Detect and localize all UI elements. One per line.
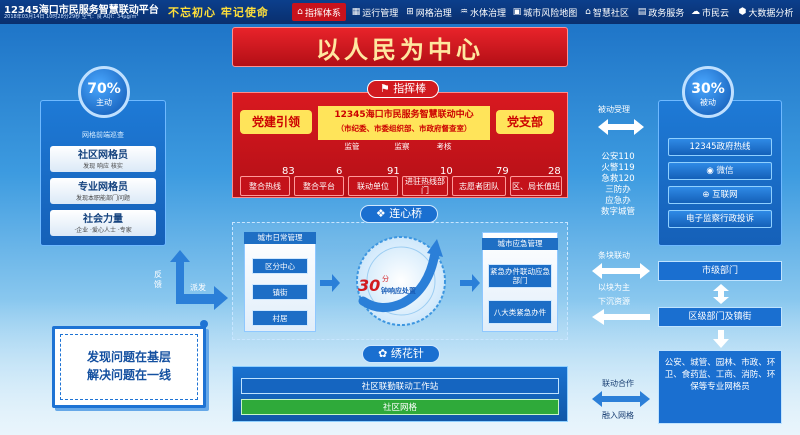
- down-arrow-icon: [713, 330, 729, 348]
- banner-title: 以人民为中心: [316, 35, 484, 64]
- globe-icon: ⊕: [702, 190, 710, 200]
- hub-name: 12345海口市民服务智慧联动中心: [334, 110, 474, 120]
- feedback-label: 反馈: [154, 270, 162, 289]
- emergency-management-head: 城市应急管理: [482, 238, 558, 250]
- unit-hotline-depts[interactable]: 进驻热线部门: [402, 176, 448, 196]
- wechat-button[interactable]: ◉ 微信: [668, 162, 772, 180]
- left-arrow-icon: [592, 309, 650, 325]
- community-gridman-card[interactable]: 社区网格员 发现 响应 核实: [50, 146, 156, 172]
- block-main-label: 以块为主: [598, 283, 630, 292]
- bridge-icon: ❖: [375, 207, 386, 220]
- district-departments[interactable]: 区级部门及镇街: [658, 307, 782, 327]
- app-title: 12345海口市民服务智慧联动平台: [4, 5, 159, 16]
- nav-tab-risk-map[interactable]: ▣城市风险地图: [512, 7, 578, 19]
- grid-in-label: 融入网格: [602, 411, 634, 420]
- pin-title: ✿ 绣花针: [362, 345, 440, 363]
- nav-tab-gov-service[interactable]: ▤政务服务: [637, 7, 685, 19]
- unit-count: 79: [496, 166, 509, 177]
- nav-tab-grid[interactable]: ⊞网格治理: [406, 7, 452, 19]
- hub-members: （市纪委、市委组织部、市政府督查室）: [336, 124, 472, 133]
- double-arrow-icon: [592, 263, 650, 279]
- district-center[interactable]: 区分中心: [252, 258, 308, 274]
- nav-tab-community[interactable]: ⌂智慧社区: [585, 7, 629, 19]
- unit-count: 10: [440, 166, 453, 177]
- community-grid[interactable]: 社区网格: [241, 399, 559, 415]
- gov-hotline-button[interactable]: 12345政府热线: [668, 138, 772, 156]
- gauge-text: 钟响应处置: [381, 287, 416, 295]
- e-complaint-button[interactable]: 电子监察行政投诉: [668, 210, 772, 228]
- gauge-number: 30: [358, 276, 381, 295]
- right-arrow-icon: [460, 274, 480, 292]
- unit-count: 28: [548, 166, 561, 177]
- slogan-text: 发现问题在基层 解决问题在一线: [60, 334, 198, 400]
- vertical-double-arrow-icon: [713, 284, 729, 304]
- right-arrow-icon: [320, 274, 340, 292]
- dispatch-label: 派发: [190, 283, 206, 292]
- bridge-title: ❖ 连心桥: [360, 205, 438, 223]
- eight-emergency-types[interactable]: 八大类紧急办件: [488, 300, 552, 324]
- nav-tab-citizen-cloud[interactable]: ☁市民云: [690, 7, 729, 19]
- nav-tab-big-data[interactable]: ⬢大数据分析: [738, 7, 794, 19]
- village[interactable]: 村居: [252, 310, 308, 326]
- party-branch-tag: 党支部: [496, 110, 554, 134]
- party-lead-tag: 党建引领: [240, 110, 312, 134]
- unit-hotline[interactable]: 整合热线: [240, 176, 290, 196]
- map-icon: ▣: [512, 7, 522, 17]
- nav-tab-operation[interactable]: ▦运行管理: [351, 7, 399, 19]
- unit-platform[interactable]: 整合平台: [294, 176, 344, 196]
- water-icon: ♒: [459, 7, 469, 17]
- supervise-label: 监管: [344, 142, 360, 151]
- wechat-icon: ◉: [706, 166, 714, 176]
- service-icon: ▤: [637, 7, 647, 17]
- header-slogan: 不忘初心 牢记使命: [168, 6, 269, 19]
- passive-percent-circle: 30% 被动: [682, 66, 734, 118]
- double-arrow-icon: [592, 391, 650, 407]
- city-departments[interactable]: 市级部门: [658, 261, 782, 281]
- nav-tab-water[interactable]: ♒水体治理: [459, 7, 507, 19]
- unit-duty[interactable]: 区、局长值班: [510, 176, 562, 196]
- passive-receive-label: 被动受理: [598, 105, 630, 114]
- pin-dot-icon: [200, 320, 208, 328]
- community-station[interactable]: 社区联勤联动工作站: [241, 378, 559, 394]
- unit-count: 83: [282, 166, 295, 177]
- gauge-unit: 分: [382, 275, 389, 283]
- data-icon: ⬢: [738, 7, 747, 17]
- sink-resource-label: 下沉资源: [598, 297, 630, 306]
- coop-label: 联动合作: [602, 379, 634, 388]
- nav-tab-command[interactable]: ⌂指挥体系: [292, 3, 346, 21]
- double-arrow-icon: [598, 119, 644, 135]
- unit-count: 91: [387, 166, 400, 177]
- patrol-title: 网格前端巡查: [82, 131, 124, 139]
- emergency-hotlines: 公安110 火警119 急救120 三防办 应急办 数字城管: [600, 152, 635, 217]
- command-title: ⚑ 指挥棒: [367, 80, 439, 98]
- social-force-card[interactable]: 社会力量 ·企业 ·爱心人士 ·专家: [50, 210, 156, 236]
- response-gauge: [356, 236, 446, 326]
- flag-icon: ⚑: [379, 82, 390, 95]
- house-icon: ⌂: [297, 7, 303, 17]
- unit-volunteers[interactable]: 志愿者团队: [452, 176, 506, 196]
- people-center-banner: [232, 27, 568, 67]
- community-icon: ⌂: [585, 7, 591, 17]
- pro-gridman-list: 公安、城管、园林、市政、环卫、食药监、工商、消防、环保等专业网格员: [658, 350, 782, 424]
- town-street[interactable]: 镇街: [252, 284, 308, 300]
- vertical-link-label: 条块联动: [598, 251, 630, 260]
- unit-linked[interactable]: 联动单位: [348, 176, 398, 196]
- internet-button[interactable]: ⊕ 互联网: [668, 186, 772, 204]
- hub-center-box: 12345海口市民服务智慧联动中心 （市纪委、市委组织部、市政府督查室）: [318, 106, 490, 140]
- pro-gridman-card[interactable]: 专业网格员 发现本职能部门问题: [50, 178, 156, 204]
- unit-count: 6: [336, 166, 343, 177]
- cloud-icon: ☁: [690, 7, 700, 17]
- assess-label: 考核: [436, 142, 452, 151]
- chart-icon: ▦: [351, 7, 361, 17]
- slogan-card: [52, 326, 206, 408]
- datetime-weather: 2018年03月14日 10时28分29秒 空气：良 AQI：34μg/m³: [4, 14, 139, 20]
- inspect-label: 监察: [394, 142, 410, 151]
- active-percent-circle: 70% 主动: [78, 66, 130, 118]
- emergency-linkage[interactable]: 紧急办件联动应急部门: [488, 264, 552, 288]
- grid-icon: ⊞: [406, 7, 414, 17]
- daily-management-head: 城市日常管理: [244, 232, 316, 244]
- feedback-dispatch-arrow: [170, 250, 228, 310]
- pin-icon: ✿: [378, 347, 388, 360]
- top-nav-bar: [0, 0, 800, 24]
